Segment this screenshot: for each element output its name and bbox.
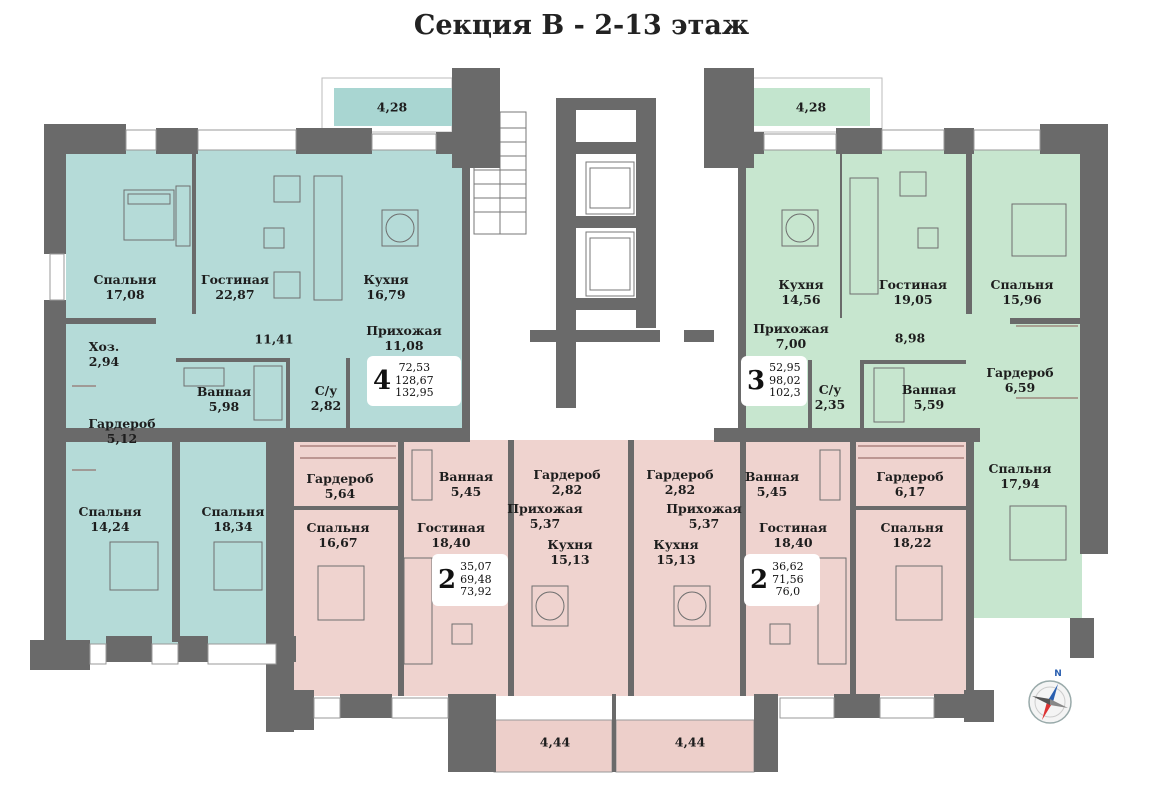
walls [30, 68, 1108, 772]
apt4-corridor: 11,41 [254, 331, 294, 347]
apt2b-rooms: 2 [750, 565, 769, 595]
apt3-rooms: 3 [747, 366, 766, 396]
apt4-storage: Хоз.2,94 [88, 339, 120, 369]
furniture [109, 171, 1067, 665]
balcony-label-top-left: 4,28 [376, 99, 408, 115]
balcony-label-top-right: 4,28 [795, 99, 827, 115]
windows [49, 129, 1041, 719]
apt3-corridor: 8,98 [894, 330, 926, 346]
balcony-label-bottom-left: 4,44 [539, 734, 571, 750]
balcony-bottom-right [615, 719, 755, 773]
compass-icon: N [1028, 669, 1072, 724]
page-title: Секция В - 2-13 этаж [413, 10, 750, 41]
balcony-label-bottom-right: 4,44 [674, 734, 706, 750]
apt4-rooms: 4 [373, 366, 392, 396]
balcony-bottom-left [493, 719, 613, 773]
stair-core [470, 98, 728, 430]
apt2a-rooms: 2 [438, 565, 457, 595]
compass-north-label: N [1054, 669, 1062, 679]
wardrobe-hatch [72, 325, 1078, 471]
